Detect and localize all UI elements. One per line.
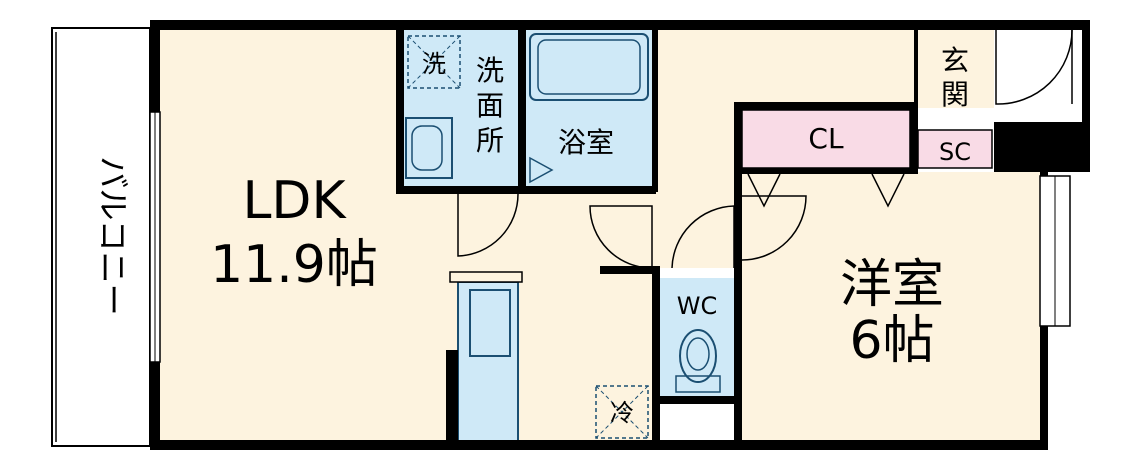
entrance-label-1: 玄 — [941, 44, 969, 77]
western-room-floor — [742, 172, 1042, 442]
wc-door[interactable] — [671, 205, 735, 269]
washroom-floor — [402, 28, 520, 188]
closet-door-mark-1 — [747, 173, 781, 208]
western-room-size: 6帖 — [849, 311, 934, 371]
wall-kitchen-stub — [446, 350, 458, 442]
fridge-space — [595, 385, 649, 439]
fridge-diag-2 — [595, 385, 649, 439]
outer-wall-entrance — [994, 122, 1090, 172]
closet-door-mark-2 — [871, 173, 905, 208]
washer-diag-2 — [407, 35, 461, 89]
wall-wash-bath — [518, 28, 526, 192]
bathtub-inner — [537, 39, 641, 95]
wall-wc-bottom — [652, 396, 742, 404]
entrance-floor — [914, 28, 994, 108]
washbasin — [405, 117, 453, 179]
entrance-door[interactable] — [995, 29, 1073, 105]
outer-wall-top — [150, 20, 1090, 30]
wall-bath-right — [652, 28, 658, 192]
wc-label: WC — [677, 292, 718, 320]
ldk-door[interactable] — [589, 205, 653, 269]
shoe-closet-label: SC — [939, 138, 971, 166]
bath-label: 浴室 — [558, 126, 614, 159]
wall-room-left — [734, 102, 742, 442]
wall-closet-right — [910, 102, 918, 174]
ldk-name: LDK — [242, 171, 347, 231]
washroom-label-1: 洗 — [476, 54, 504, 87]
balcony-area — [51, 27, 151, 447]
kitchen-top — [449, 271, 523, 283]
wall-room-top — [734, 102, 918, 110]
outer-wall-bottom — [150, 440, 1042, 450]
toilet-bowl — [679, 329, 717, 383]
washer-mark-label: 洗 — [422, 50, 446, 78]
ldk-size: 11.9帖 — [210, 235, 378, 295]
bathroom-floor — [526, 28, 652, 188]
wall-washroom-left — [396, 28, 404, 192]
washroom-label-2: 面 — [476, 89, 504, 122]
wall-closet-bottom — [742, 168, 918, 174]
fridge-mark-label: 冷 — [610, 399, 634, 427]
washer-space — [407, 35, 461, 89]
kitchen-sink — [469, 289, 511, 357]
western-room-name: 洋室 — [840, 255, 944, 315]
wall-wc-top — [600, 266, 660, 274]
closet-label: CL — [808, 122, 844, 155]
kitchen-counter — [457, 281, 519, 443]
entrance-label-2: 関 — [941, 78, 969, 111]
outer-wall-entrance-right — [1082, 20, 1090, 130]
toilet-seat — [686, 337, 710, 371]
balcony-label: バルコニー — [94, 156, 132, 315]
bathtub — [529, 33, 649, 101]
wall-wc-left — [652, 268, 660, 448]
washroom-label-3: 所 — [476, 124, 504, 157]
toilet-tank — [675, 375, 721, 393]
washroom-door[interactable] — [457, 193, 519, 257]
wall-entrance-left — [914, 28, 918, 108]
western-room-door[interactable] — [741, 195, 807, 261]
bath-door-mark — [529, 156, 554, 184]
washbasin-bowl — [411, 125, 443, 171]
